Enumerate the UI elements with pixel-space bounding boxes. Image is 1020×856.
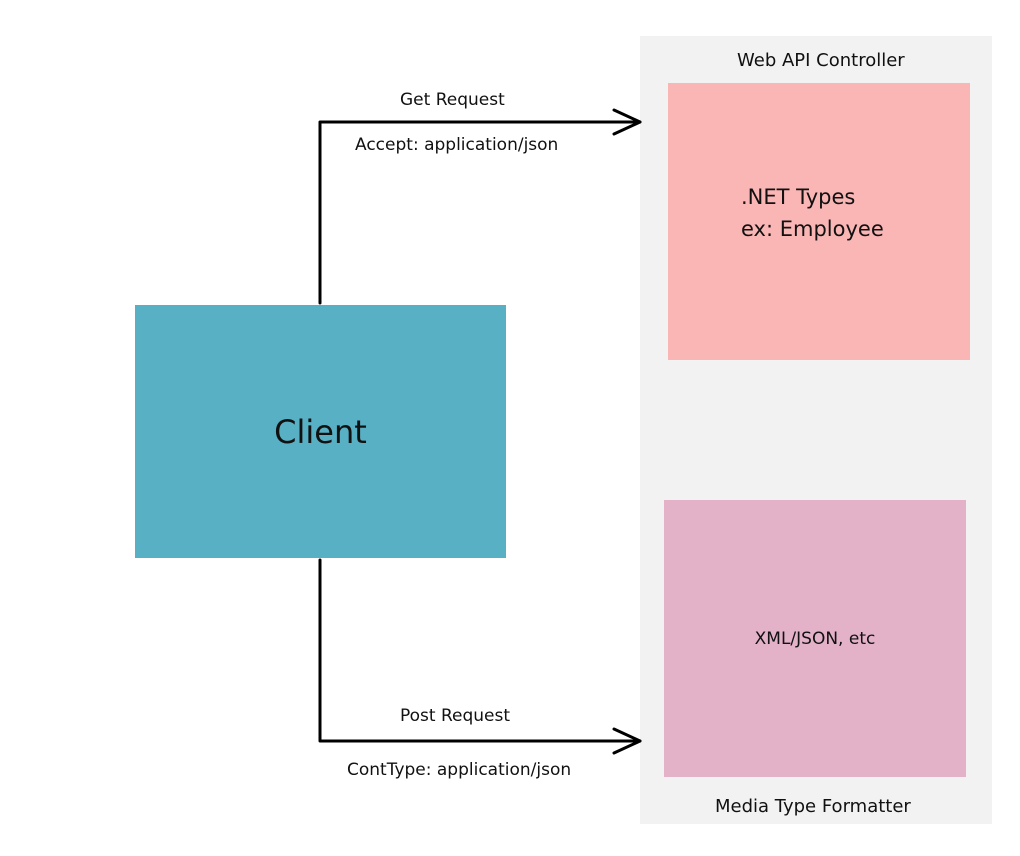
types-line-2: ex: Employee <box>741 217 884 241</box>
get-request-arrowhead <box>612 108 642 136</box>
formatter-title: Media Type Formatter <box>715 796 911 817</box>
get-request-label: Get Request <box>400 90 505 110</box>
media-type-box: XML/JSON, etc <box>664 500 966 777</box>
client-box: Client <box>135 305 506 558</box>
post-request-label: Post Request <box>400 706 511 726</box>
get-request-header: Accept: application/json <box>355 135 559 155</box>
media-type-content: XML/JSON, etc <box>754 628 876 649</box>
dotnet-types-text: .NET Types ex: Employee <box>741 181 884 245</box>
get-request-connector <box>318 120 642 305</box>
post-request-connector <box>318 558 642 743</box>
controller-title: Web API Controller <box>737 50 905 71</box>
client-label: Client <box>274 412 367 451</box>
post-request-header: ContType: application/json <box>347 760 572 780</box>
dotnet-types-box: .NET Types ex: Employee <box>668 83 970 360</box>
post-request-arrowhead <box>612 727 642 755</box>
types-line-1: .NET Types <box>741 185 856 209</box>
